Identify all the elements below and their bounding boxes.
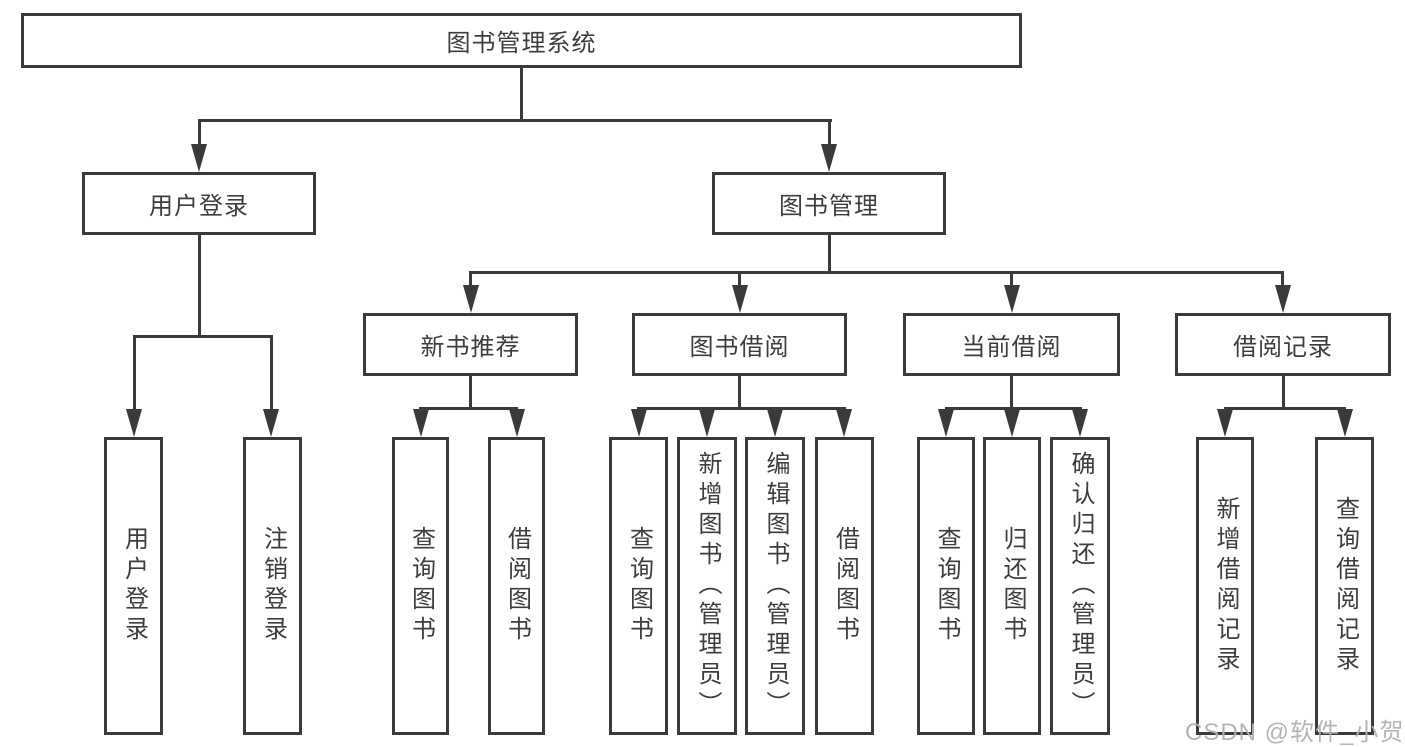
node-root: 图书管理系统 bbox=[21, 13, 1022, 68]
connector-root-stem bbox=[520, 68, 523, 121]
node-new-book-recommend: 新书推荐 bbox=[363, 313, 578, 376]
node-leaf-query-borrow-record-label: 查询借阅记录 bbox=[1331, 496, 1359, 676]
node-user-login: 用户登录 bbox=[82, 172, 316, 235]
node-leaf-query-books-current: 查询图书 bbox=[917, 437, 975, 735]
node-book-management-label: 图书管理 bbox=[779, 193, 879, 220]
connector-stem bbox=[738, 376, 741, 408]
node-leaf-borrow-books: 借阅图书 bbox=[815, 437, 874, 735]
node-leaf-borrow-books-recommend: 借阅图书 bbox=[488, 437, 545, 735]
connector-book-mgmt-stem bbox=[828, 235, 831, 272]
arrow-down-icon bbox=[1337, 409, 1353, 437]
arrow-down-icon bbox=[631, 409, 647, 437]
arrow-down-icon bbox=[821, 144, 837, 172]
node-leaf-borrow-books-label: 借阅图书 bbox=[831, 526, 859, 646]
arrow-down-icon bbox=[699, 409, 715, 437]
node-leaf-add-books-admin: 新增图书（管理员） bbox=[677, 437, 737, 735]
node-leaf-confirm-return-admin: 确认归还（管理员） bbox=[1050, 437, 1110, 735]
node-new-book-recommend-label: 新书推荐 bbox=[420, 334, 521, 361]
arrow-down-icon bbox=[1217, 409, 1233, 437]
node-leaf-add-books-admin-label: 新增图书（管理员） bbox=[694, 451, 721, 721]
node-book-borrow: 图书借阅 bbox=[632, 313, 847, 376]
connector-line bbox=[738, 271, 741, 286]
node-root-label: 图书管理系统 bbox=[446, 30, 597, 57]
connector-user-login-stem bbox=[198, 235, 201, 335]
connector-bar bbox=[637, 407, 846, 410]
arrow-down-icon bbox=[126, 409, 142, 437]
csdn-watermark: CSDN @软件_小贺同学 bbox=[1185, 719, 1405, 746]
connector-line bbox=[198, 119, 201, 146]
connector-bar bbox=[1224, 407, 1346, 410]
arrow-down-icon bbox=[263, 409, 279, 437]
node-leaf-add-borrow-record: 新增借阅记录 bbox=[1196, 437, 1254, 735]
arrow-down-icon bbox=[509, 409, 525, 437]
node-leaf-borrow-books-recommend-label: 借阅图书 bbox=[503, 526, 531, 646]
node-leaf-edit-books-admin-label: 编辑图书（管理员） bbox=[762, 451, 789, 721]
node-book-management: 图书管理 bbox=[712, 172, 946, 235]
connector-line bbox=[469, 271, 472, 286]
connector-line bbox=[1010, 271, 1013, 286]
node-leaf-query-books-borrow: 查询图书 bbox=[609, 437, 668, 735]
node-leaf-query-books-borrow-label: 查询图书 bbox=[625, 526, 653, 646]
connector-level1-bar bbox=[198, 119, 832, 122]
node-user-login-label: 用户登录 bbox=[149, 193, 249, 220]
node-leaf-query-books-recommend-label: 查询图书 bbox=[407, 526, 435, 646]
arrow-down-icon bbox=[938, 409, 954, 437]
connector-line bbox=[270, 335, 273, 409]
node-leaf-user-login: 用户登录 bbox=[104, 437, 163, 735]
node-leaf-edit-books-admin: 编辑图书（管理员） bbox=[745, 437, 805, 735]
node-borrow-records: 借阅记录 bbox=[1175, 313, 1391, 376]
connector-line bbox=[1281, 271, 1284, 286]
arrow-down-icon bbox=[767, 409, 783, 437]
arrow-down-icon bbox=[1004, 285, 1020, 313]
connector-stem bbox=[1282, 376, 1285, 408]
node-leaf-logout-label: 注销登录 bbox=[259, 526, 287, 646]
node-leaf-user-login-label: 用户登录 bbox=[120, 526, 148, 646]
arrow-down-icon bbox=[463, 285, 479, 313]
arrow-down-icon bbox=[1072, 409, 1088, 437]
arrow-down-icon bbox=[1004, 409, 1020, 437]
node-leaf-confirm-return-admin-label: 确认归还（管理员） bbox=[1067, 451, 1094, 721]
connector-stem bbox=[1010, 376, 1013, 408]
node-leaf-query-borrow-record: 查询借阅记录 bbox=[1315, 437, 1374, 735]
arrow-down-icon bbox=[191, 144, 207, 172]
node-leaf-logout: 注销登录 bbox=[243, 437, 302, 735]
node-leaf-query-books-recommend: 查询图书 bbox=[392, 437, 449, 735]
node-leaf-return-books: 归还图书 bbox=[983, 437, 1041, 735]
node-current-borrow-label: 当前借阅 bbox=[961, 334, 1062, 361]
connector-level2-bar bbox=[470, 271, 1284, 274]
connector-stem bbox=[469, 376, 472, 408]
node-leaf-add-borrow-record-label: 新增借阅记录 bbox=[1212, 496, 1239, 676]
arrow-down-icon bbox=[1275, 285, 1291, 313]
connector-line bbox=[828, 119, 831, 146]
node-book-borrow-label: 图书借阅 bbox=[689, 334, 790, 361]
node-borrow-records-label: 借阅记录 bbox=[1233, 334, 1333, 361]
connector-bar bbox=[945, 407, 1082, 410]
arrow-down-icon bbox=[732, 285, 748, 313]
arrow-down-icon bbox=[836, 409, 852, 437]
node-current-borrow: 当前借阅 bbox=[903, 313, 1120, 376]
arrow-down-icon bbox=[413, 409, 429, 437]
connector-user-login-bar bbox=[133, 335, 273, 338]
node-leaf-return-books-label: 归还图书 bbox=[999, 526, 1026, 646]
node-leaf-query-books-current-label: 查询图书 bbox=[933, 526, 960, 646]
connector-line bbox=[133, 335, 136, 409]
connector-bar bbox=[419, 407, 518, 410]
